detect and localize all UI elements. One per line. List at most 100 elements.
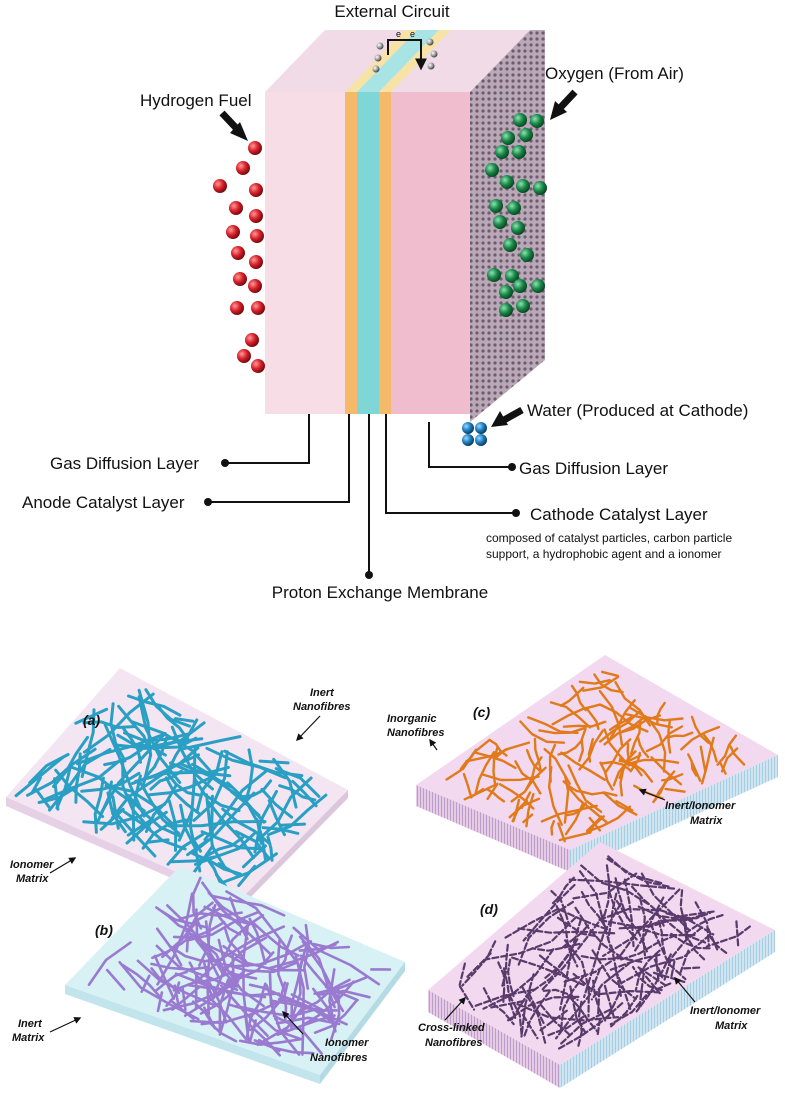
nanofibre — [109, 702, 127, 763]
nanofibre — [207, 800, 256, 860]
nanofibre — [580, 890, 608, 930]
nanofibre — [539, 914, 605, 993]
nanofibre — [556, 1002, 624, 1051]
nanofibre — [235, 1004, 320, 1018]
nanofibre — [471, 788, 485, 798]
panel-d-matrix-front — [560, 930, 775, 1088]
nanofibre — [525, 793, 535, 828]
nanofibre — [461, 940, 497, 987]
nanofibre — [558, 1008, 612, 1047]
nanofibre — [329, 987, 341, 1041]
nanofibre — [179, 735, 242, 751]
leader-gdl-left — [225, 414, 310, 464]
leader-dots — [204, 459, 520, 579]
nanofibre — [316, 989, 371, 999]
nanofibre — [170, 725, 214, 791]
nanofibre — [690, 715, 710, 744]
hydrogen-atom — [233, 272, 247, 286]
panel-d-fibres — [458, 855, 751, 1051]
nanofibre — [643, 913, 706, 928]
nanofibre — [223, 926, 248, 964]
nanofibre — [620, 933, 712, 985]
nanofibre — [602, 864, 611, 921]
nanofibre — [474, 751, 496, 796]
nanofibre — [154, 970, 189, 993]
oxygen-atom — [516, 299, 530, 313]
nanofibre — [576, 1030, 583, 1050]
nanofibre — [473, 988, 535, 1008]
nanofibre — [564, 802, 584, 836]
nanofibre — [165, 981, 181, 1008]
nanofibre — [527, 992, 546, 1026]
nanofibre — [260, 787, 294, 819]
nanofibre — [564, 802, 587, 817]
electron-symbol: e — [396, 29, 401, 39]
cathode-desc-line-1: composed of catalyst particles, carbon p… — [486, 531, 732, 545]
nanofibre — [608, 890, 638, 941]
panel-b-tag: (b) — [95, 922, 113, 938]
nanofibre — [234, 830, 271, 860]
water-label: Water (Produced at Cathode) — [527, 401, 748, 420]
hydrogen-atom — [245, 333, 259, 347]
panel-d-fibre-label-1: Cross-linked — [418, 1022, 485, 1034]
nanofibre — [610, 994, 639, 1028]
panel-c-matrix-side — [416, 785, 570, 872]
fuel-cell-diagram: e e — [22, 2, 748, 602]
nanofibre — [313, 976, 368, 995]
panel-b-matrix-label-1: Inert — [18, 1018, 43, 1030]
nanofibre — [74, 752, 82, 804]
nanofibre — [153, 954, 176, 1000]
nanofibre — [570, 684, 587, 712]
hydrogen-atom — [230, 301, 244, 315]
nanofibre — [130, 720, 216, 777]
nanofibre — [106, 791, 127, 834]
oxygen-atom — [513, 113, 527, 127]
electron-symbol-2: e — [410, 29, 415, 39]
nanofibre — [172, 920, 226, 939]
nanofibre — [557, 739, 583, 756]
nanofibre — [679, 889, 688, 941]
nanofibre — [190, 791, 256, 855]
nanofibre — [482, 987, 515, 1026]
nanofibre — [245, 982, 267, 1038]
nanofibre — [558, 831, 590, 842]
oxygen-atom — [503, 238, 517, 252]
nanofibre — [619, 757, 630, 797]
panel-a-fibre-label-2: Nanofibres — [293, 701, 350, 713]
anode-catalyst-label: Anode Catalyst Layer — [22, 493, 185, 512]
nanofibre — [520, 791, 532, 810]
nanofibre — [298, 935, 345, 1013]
panel-b-matrix-arrow — [49, 1017, 82, 1033]
nanofibre — [482, 948, 555, 1010]
panel-c-tag: (c) — [473, 704, 490, 720]
nanofibre — [599, 990, 661, 996]
nanofibre — [141, 818, 188, 850]
nanofibre — [146, 838, 170, 844]
nanofibre — [598, 689, 624, 746]
nanofibre — [608, 715, 634, 731]
nanofibre — [181, 985, 187, 1011]
anode-gas-diffusion-layer — [265, 92, 345, 414]
nanofibre — [169, 761, 230, 775]
panel-b: (b) Ionomer Nanofibres Inert Matrix — [12, 866, 405, 1084]
nanofibre — [598, 703, 649, 733]
nanofibre — [657, 919, 667, 957]
hydrogen-fuel-label: Hydrogen Fuel — [140, 91, 252, 110]
nanofibre — [629, 707, 684, 722]
nanofibre — [618, 934, 677, 961]
hydrogen-atom — [226, 225, 240, 239]
hydrogen-atom — [249, 255, 263, 269]
hydrogen-atom — [248, 279, 262, 293]
nanofibre — [191, 876, 203, 930]
nanofibre — [188, 809, 202, 853]
nanofibre — [155, 927, 183, 967]
oxygen-atom — [519, 128, 533, 142]
hydrogen-atom — [248, 141, 262, 155]
nanofibre — [215, 852, 278, 887]
nanofibre — [559, 918, 582, 1011]
nanofibre — [614, 877, 629, 919]
nanofibre — [121, 759, 152, 831]
nanofibre — [207, 995, 248, 1041]
cathode-gas-diffusion-face — [470, 30, 545, 422]
panel-c: (c) Inorganic Nanofibres Inert/Ionomer M… — [387, 655, 778, 872]
